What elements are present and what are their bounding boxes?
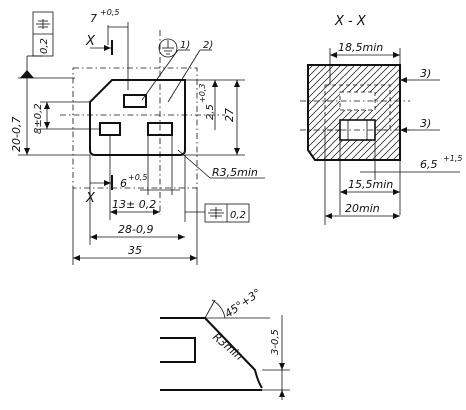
hatch-line xyxy=(308,65,354,160)
slot-left xyxy=(99,122,121,136)
dim-6-5-tol: +1,5 xyxy=(443,154,462,163)
dim-angle: 45°+3° xyxy=(222,286,263,320)
dim-6: 6 xyxy=(120,177,127,190)
dim-r3: R3min xyxy=(210,330,245,363)
section-mark-top: X xyxy=(85,34,96,49)
dim-15-5: 15,5min xyxy=(348,178,393,191)
section-title: X - X xyxy=(334,14,367,29)
hatch-line xyxy=(333,65,400,160)
hatch-line xyxy=(340,65,400,160)
hatch-line xyxy=(308,65,368,160)
hatch-line xyxy=(375,65,400,160)
hatch-line xyxy=(312,65,400,160)
dim-28: 28-0,9 xyxy=(118,223,153,236)
hatch-line xyxy=(308,65,400,160)
dim-7: 7 xyxy=(90,12,97,25)
hatch-line xyxy=(368,65,400,160)
dim-3: 3-0,5 xyxy=(270,329,281,355)
hatch-line xyxy=(308,65,333,160)
dim-18-5: 18,5min xyxy=(338,41,383,54)
hatch-line xyxy=(326,65,400,160)
dim-7-tol: +0,5 xyxy=(100,8,119,17)
hatch-line xyxy=(308,65,400,160)
dim-2-5: 2,5 xyxy=(205,104,216,120)
label-2: 2) xyxy=(203,40,213,51)
hatch-line xyxy=(308,65,340,160)
section-mark-bottom: X xyxy=(85,191,96,206)
hatch-line xyxy=(308,65,375,160)
hatch-line xyxy=(308,65,347,160)
hatch-line xyxy=(308,65,389,160)
dim-6-5: 6,5 xyxy=(420,158,438,171)
label-1: 1) xyxy=(180,40,190,51)
hatch-line xyxy=(308,65,361,160)
dim-2-5-tol: +0,3 xyxy=(198,84,207,103)
earth-symbol xyxy=(158,38,178,58)
front-view: 1) 2) 7 +0,5 X X 0,2 20-0,7 xyxy=(10,8,265,265)
dim-6-tol: +0,5 xyxy=(128,173,147,182)
hatch-line xyxy=(187,60,297,170)
label-3b: 3) xyxy=(420,117,431,130)
tol-box-left-value: 0,2 xyxy=(39,38,50,54)
tol-box-bottom-value: 0,2 xyxy=(230,210,246,221)
hatch-line xyxy=(354,65,400,160)
dim-27: 27 xyxy=(223,108,236,122)
slot-right xyxy=(147,122,173,136)
dim-13: 13± 0,2 xyxy=(112,198,156,211)
label-3a: 3) xyxy=(420,67,431,80)
dim-8: 8±0,2 xyxy=(33,103,44,134)
hatch-line xyxy=(347,65,400,160)
slot-top xyxy=(123,94,147,108)
dim-20: 20-0,7 xyxy=(10,117,23,152)
hatch-line xyxy=(308,65,396,160)
section-view: X - X 18,5min 3) 3) 6,5 +1,5 xyxy=(187,14,462,225)
hatch-line xyxy=(361,65,400,160)
dim-35: 35 xyxy=(128,244,142,257)
connector-outline xyxy=(89,79,186,156)
dim-20min: 20min xyxy=(345,202,380,215)
detail-view: 45°+3° R3min 3-0,5 xyxy=(160,286,290,400)
hatch-line xyxy=(308,65,382,160)
dim-r3-5: R3,5min xyxy=(212,166,258,179)
hatch-line xyxy=(319,65,400,160)
